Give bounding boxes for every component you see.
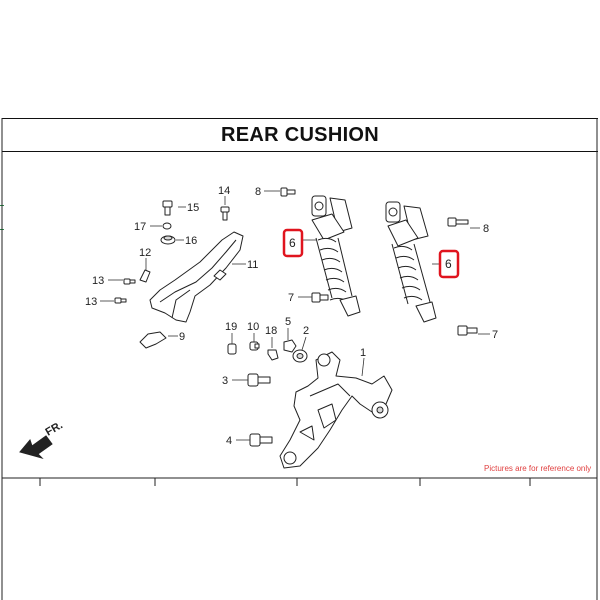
highlight-box-6-left xyxy=(282,228,304,258)
part-bolt-7-right xyxy=(457,325,478,336)
label-9: 9 xyxy=(179,331,185,343)
part-bushing-2 xyxy=(292,349,308,363)
diagram-title: REAR CUSHION xyxy=(220,123,380,146)
part-collar-10 xyxy=(249,341,260,351)
label-15: 15 xyxy=(187,202,199,214)
label-6-left: 6 xyxy=(289,236,296,250)
part-bushing-19 xyxy=(227,343,237,355)
part-clip-12 xyxy=(139,269,151,283)
label-6-right: 6 xyxy=(445,257,452,271)
label-3: 3 xyxy=(222,375,228,387)
label-7-right: 7 xyxy=(492,329,498,341)
label-16: 16 xyxy=(185,235,197,247)
part-clamp-9 xyxy=(139,331,167,349)
highlight-box-6-right xyxy=(438,249,460,279)
part-bolt-14 xyxy=(220,206,230,221)
label-4: 4 xyxy=(226,435,232,447)
reference-note: Pictures are for reference only xyxy=(484,464,591,473)
label-11: 11 xyxy=(247,259,258,271)
bottom-ticks xyxy=(39,478,531,486)
label-13-a: 13 xyxy=(92,275,104,287)
label-8-left: 8 xyxy=(255,186,261,198)
part-screw-13a xyxy=(123,278,136,285)
part-washer-17 xyxy=(162,222,172,230)
label-8-right: 8 xyxy=(483,223,489,235)
label-19: 19 xyxy=(225,321,237,333)
part-rear-guard xyxy=(149,231,244,323)
label-2: 2 xyxy=(303,325,309,337)
label-18: 18 xyxy=(265,325,277,337)
part-bolt-4 xyxy=(249,433,273,447)
part-screw-13b xyxy=(114,297,127,304)
direction-label: FR. xyxy=(44,419,65,438)
leader-lines xyxy=(100,190,490,441)
part-bracket-1 xyxy=(279,351,393,469)
diagram-panel: REAR CUSHION xyxy=(0,118,600,600)
label-13-b: 13 xyxy=(85,296,97,308)
label-7-left: 7 xyxy=(288,292,294,304)
front-direction-arrow: FR. xyxy=(19,419,65,459)
title-bar: REAR CUSHION xyxy=(2,118,598,152)
label-10: 10 xyxy=(247,321,259,333)
part-pin-18 xyxy=(267,349,279,361)
part-nut-16 xyxy=(160,235,176,245)
part-bolt-8-right xyxy=(447,217,469,227)
label-14: 14 xyxy=(218,185,230,197)
part-shock-left xyxy=(311,195,361,317)
part-shock-right xyxy=(385,201,437,323)
label-12: 12 xyxy=(139,247,151,259)
part-bolt-7-left xyxy=(311,292,329,303)
part-bolt-15 xyxy=(162,200,173,216)
label-5: 5 xyxy=(285,316,291,328)
part-bolt-8-left xyxy=(280,187,296,197)
label-17: 17 xyxy=(134,221,146,233)
part-nut-5 xyxy=(283,339,297,353)
part-bolt-3 xyxy=(247,373,271,387)
label-1: 1 xyxy=(360,347,366,359)
